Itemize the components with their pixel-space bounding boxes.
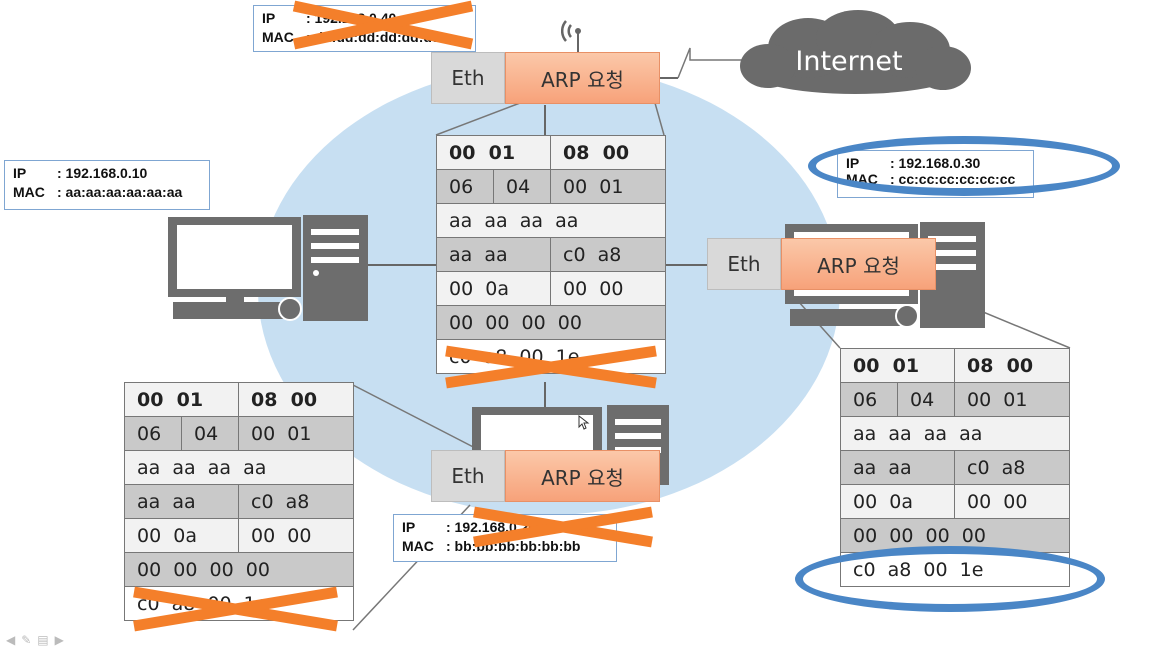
eth-header: Eth bbox=[707, 238, 781, 290]
wifi-antenna-icon bbox=[561, 20, 581, 42]
mouse-cursor-icon bbox=[578, 415, 590, 430]
arp-request-label: ARP 요청 bbox=[505, 52, 660, 104]
host-20-address-box: IP: 192.168.0.20 MAC: bb:bb:bb:bb:bb:bb bbox=[393, 514, 617, 562]
frame-header-bottom: Eth ARP 요청 bbox=[431, 450, 660, 502]
host-40-address-box: IP: 192.168.0.40 MAC: dd:dd:dd:dd:dd:dd bbox=[253, 5, 476, 52]
frame-header-right: Eth ARP 요청 bbox=[707, 238, 936, 290]
eth-header: Eth bbox=[431, 52, 505, 104]
slideshow-controls[interactable]: ◀✎▤▶ bbox=[6, 633, 70, 647]
eth-header: Eth bbox=[431, 450, 505, 502]
pc-left-icon bbox=[168, 215, 368, 321]
next-slide-icon[interactable]: ▶ bbox=[54, 633, 70, 647]
frame-header-top: Eth ARP 요청 bbox=[431, 52, 660, 104]
internet-label: Internet bbox=[795, 46, 903, 77]
pen-icon[interactable]: ✎ bbox=[21, 633, 38, 647]
highlight-target-ip-field-oval bbox=[795, 546, 1105, 612]
arp-request-label: ARP 요청 bbox=[505, 450, 660, 502]
host-10-address-box: IP: 192.168.0.10 MAC: aa:aa:aa:aa:aa:aa bbox=[4, 160, 210, 210]
cloud-icon bbox=[740, 10, 971, 94]
arp-request-label: ARP 요청 bbox=[781, 238, 936, 290]
highlight-target-ip-oval bbox=[808, 136, 1120, 196]
menu-icon[interactable]: ▤ bbox=[37, 633, 55, 647]
prev-slide-icon[interactable]: ◀ bbox=[6, 633, 22, 647]
internet-cloud: Internet bbox=[738, 8, 972, 94]
